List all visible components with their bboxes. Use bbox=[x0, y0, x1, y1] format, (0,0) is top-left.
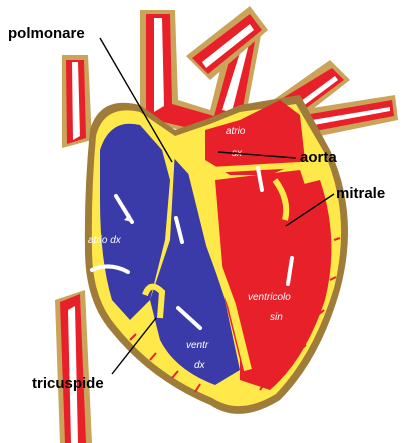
label-ventricolo-sx-2: sin bbox=[270, 312, 283, 323]
label-ventr-dx-2: dx bbox=[194, 360, 206, 371]
label-polmonare: polmonare bbox=[8, 25, 85, 42]
label-atrio-sx-1: atrio bbox=[226, 126, 246, 137]
label-ventr-dx-1: ventr bbox=[186, 340, 209, 351]
label-atrio-dx: atrio dx bbox=[88, 235, 122, 246]
label-mitrale: mitrale bbox=[336, 185, 385, 202]
label-aorta: aorta bbox=[300, 149, 337, 166]
label-ventricolo-sx-1: ventricolo bbox=[248, 292, 291, 303]
label-tricuspide: tricuspide bbox=[32, 375, 104, 392]
